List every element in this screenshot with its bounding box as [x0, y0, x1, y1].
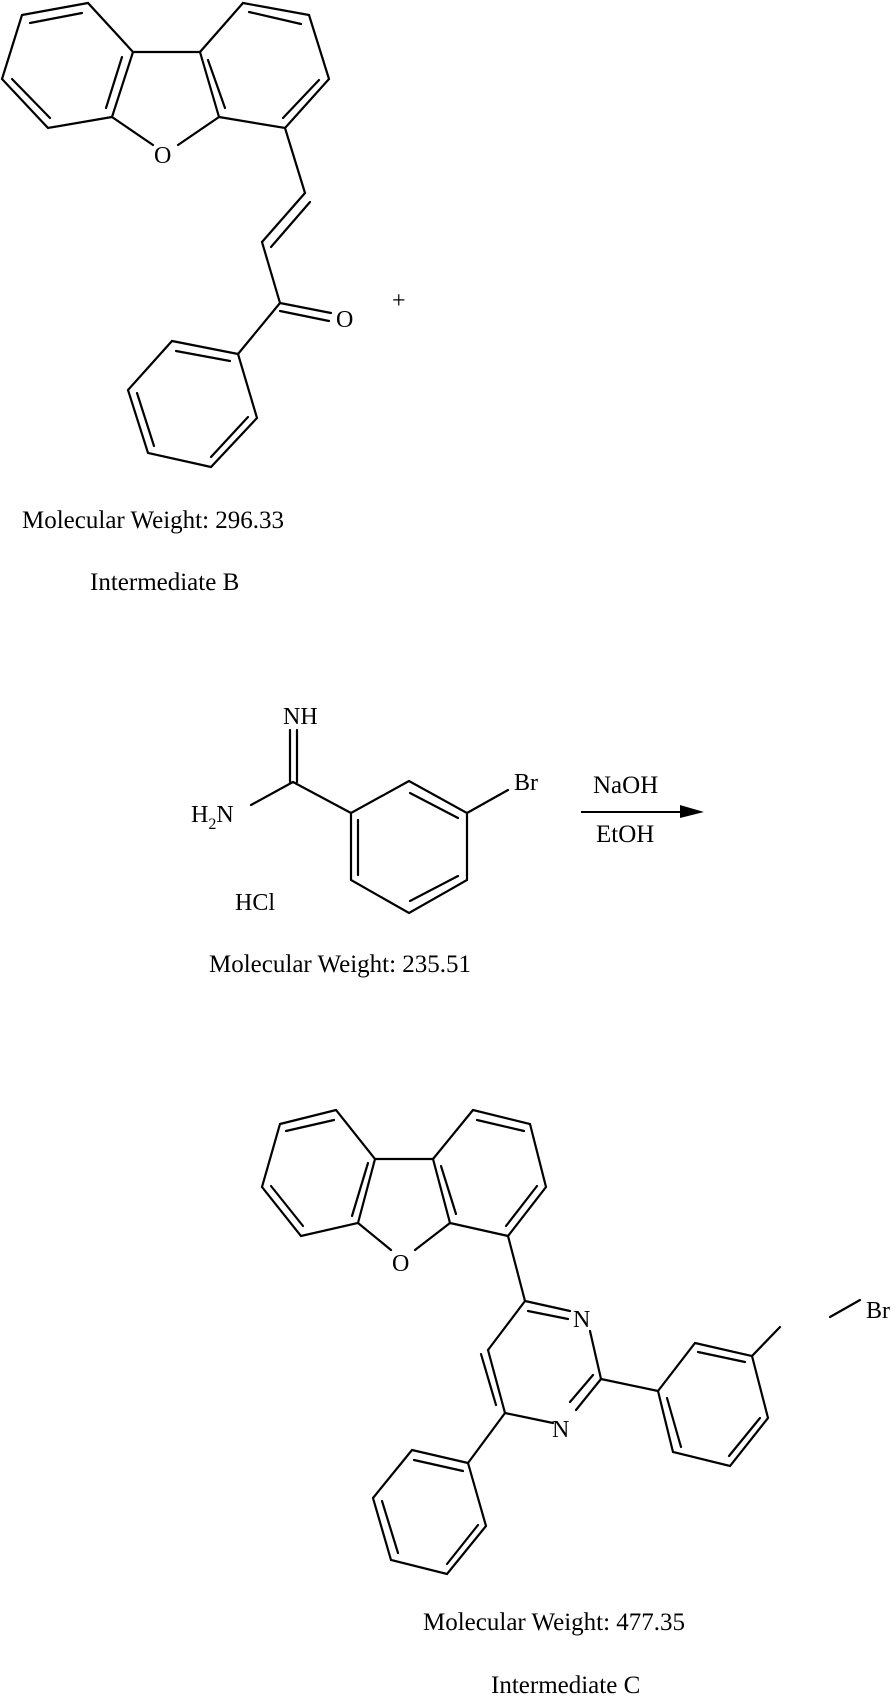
intermediate-b-structure: O O	[0, 1, 353, 469]
hcl-label: HCl	[235, 890, 275, 916]
intermediate-c-molecular-weight: Molecular Weight: 477.35	[423, 1609, 685, 1636]
bromobenzamidine-molecular-weight: Molecular Weight: 235.51	[209, 951, 471, 978]
plus-sign: +	[392, 288, 406, 314]
intermediate-b-name: Intermediate B	[90, 569, 239, 596]
bromine-label: Br	[514, 770, 538, 796]
furan-oxygen-label: O	[154, 143, 171, 169]
dibenzofuran-right-ring	[198, 1, 331, 130]
phenyl-ring	[126, 339, 259, 469]
intermediate-c-name: Intermediate C	[491, 1672, 640, 1699]
pyrimidine-n1-label: N	[573, 1307, 590, 1333]
amine-label: H2N	[191, 802, 234, 833]
enone-chain	[236, 126, 333, 356]
reagent-label: NaOH	[593, 772, 658, 799]
product-bromine-label: Br	[866, 1298, 890, 1324]
reaction-arrow: NaOH EtOH	[581, 772, 704, 848]
intermediate-b-molecular-weight: Molecular Weight: 296.33	[22, 507, 284, 534]
arrow-head-icon	[680, 805, 704, 818]
product-furan-oxygen-label: O	[392, 1251, 409, 1277]
dibenzofuran-left-ring	[0, 1, 135, 130]
solvent-label: EtOH	[596, 821, 654, 848]
intermediate-c-structure: O N N Br	[260, 1108, 890, 1576]
pyrimidine-n3-label: N	[552, 1417, 569, 1443]
imine-label: NH	[283, 704, 318, 730]
furan-ring	[110, 50, 227, 147]
bromobenzamidine-structure: NH H2N Br HCl	[191, 704, 538, 916]
carbonyl-oxygen-label: O	[336, 307, 353, 333]
